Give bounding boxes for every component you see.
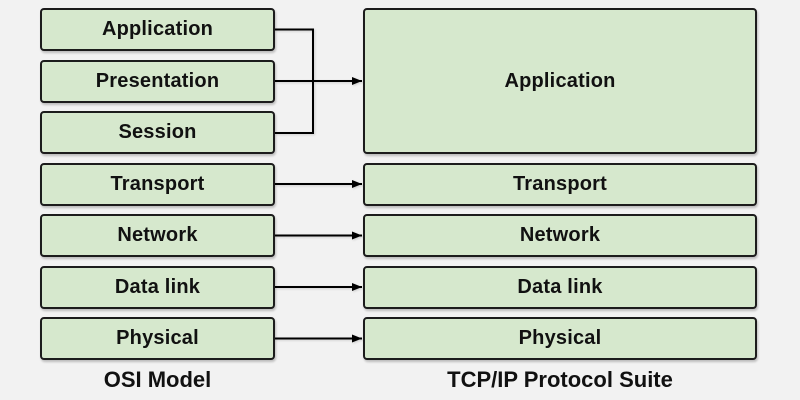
tcpip-box-data-link: Data link <box>363 265 757 309</box>
tcpip-box-network: Network <box>363 214 757 257</box>
tcpip-box-transport: Transport <box>363 162 757 206</box>
osi-box-transport: Transport <box>40 162 275 206</box>
osi-box-data-link: Data link <box>40 265 275 309</box>
osi-box-physical: Physical <box>40 317 275 360</box>
osi-box-session: Session <box>40 111 275 154</box>
connector-elbow-app-session-merge <box>275 28 314 134</box>
tcpip-box-physical: Physical <box>363 317 757 360</box>
osi-column-title: OSI Model <box>103 367 212 392</box>
tcpip-box-application: Application <box>363 8 757 154</box>
osi-box-application: Application <box>40 8 275 51</box>
osi-box-presentation: Presentation <box>40 59 275 103</box>
tcpip-column-title: TCP/IP Protocol Suite <box>447 367 673 392</box>
osi-box-network: Network <box>40 214 275 257</box>
